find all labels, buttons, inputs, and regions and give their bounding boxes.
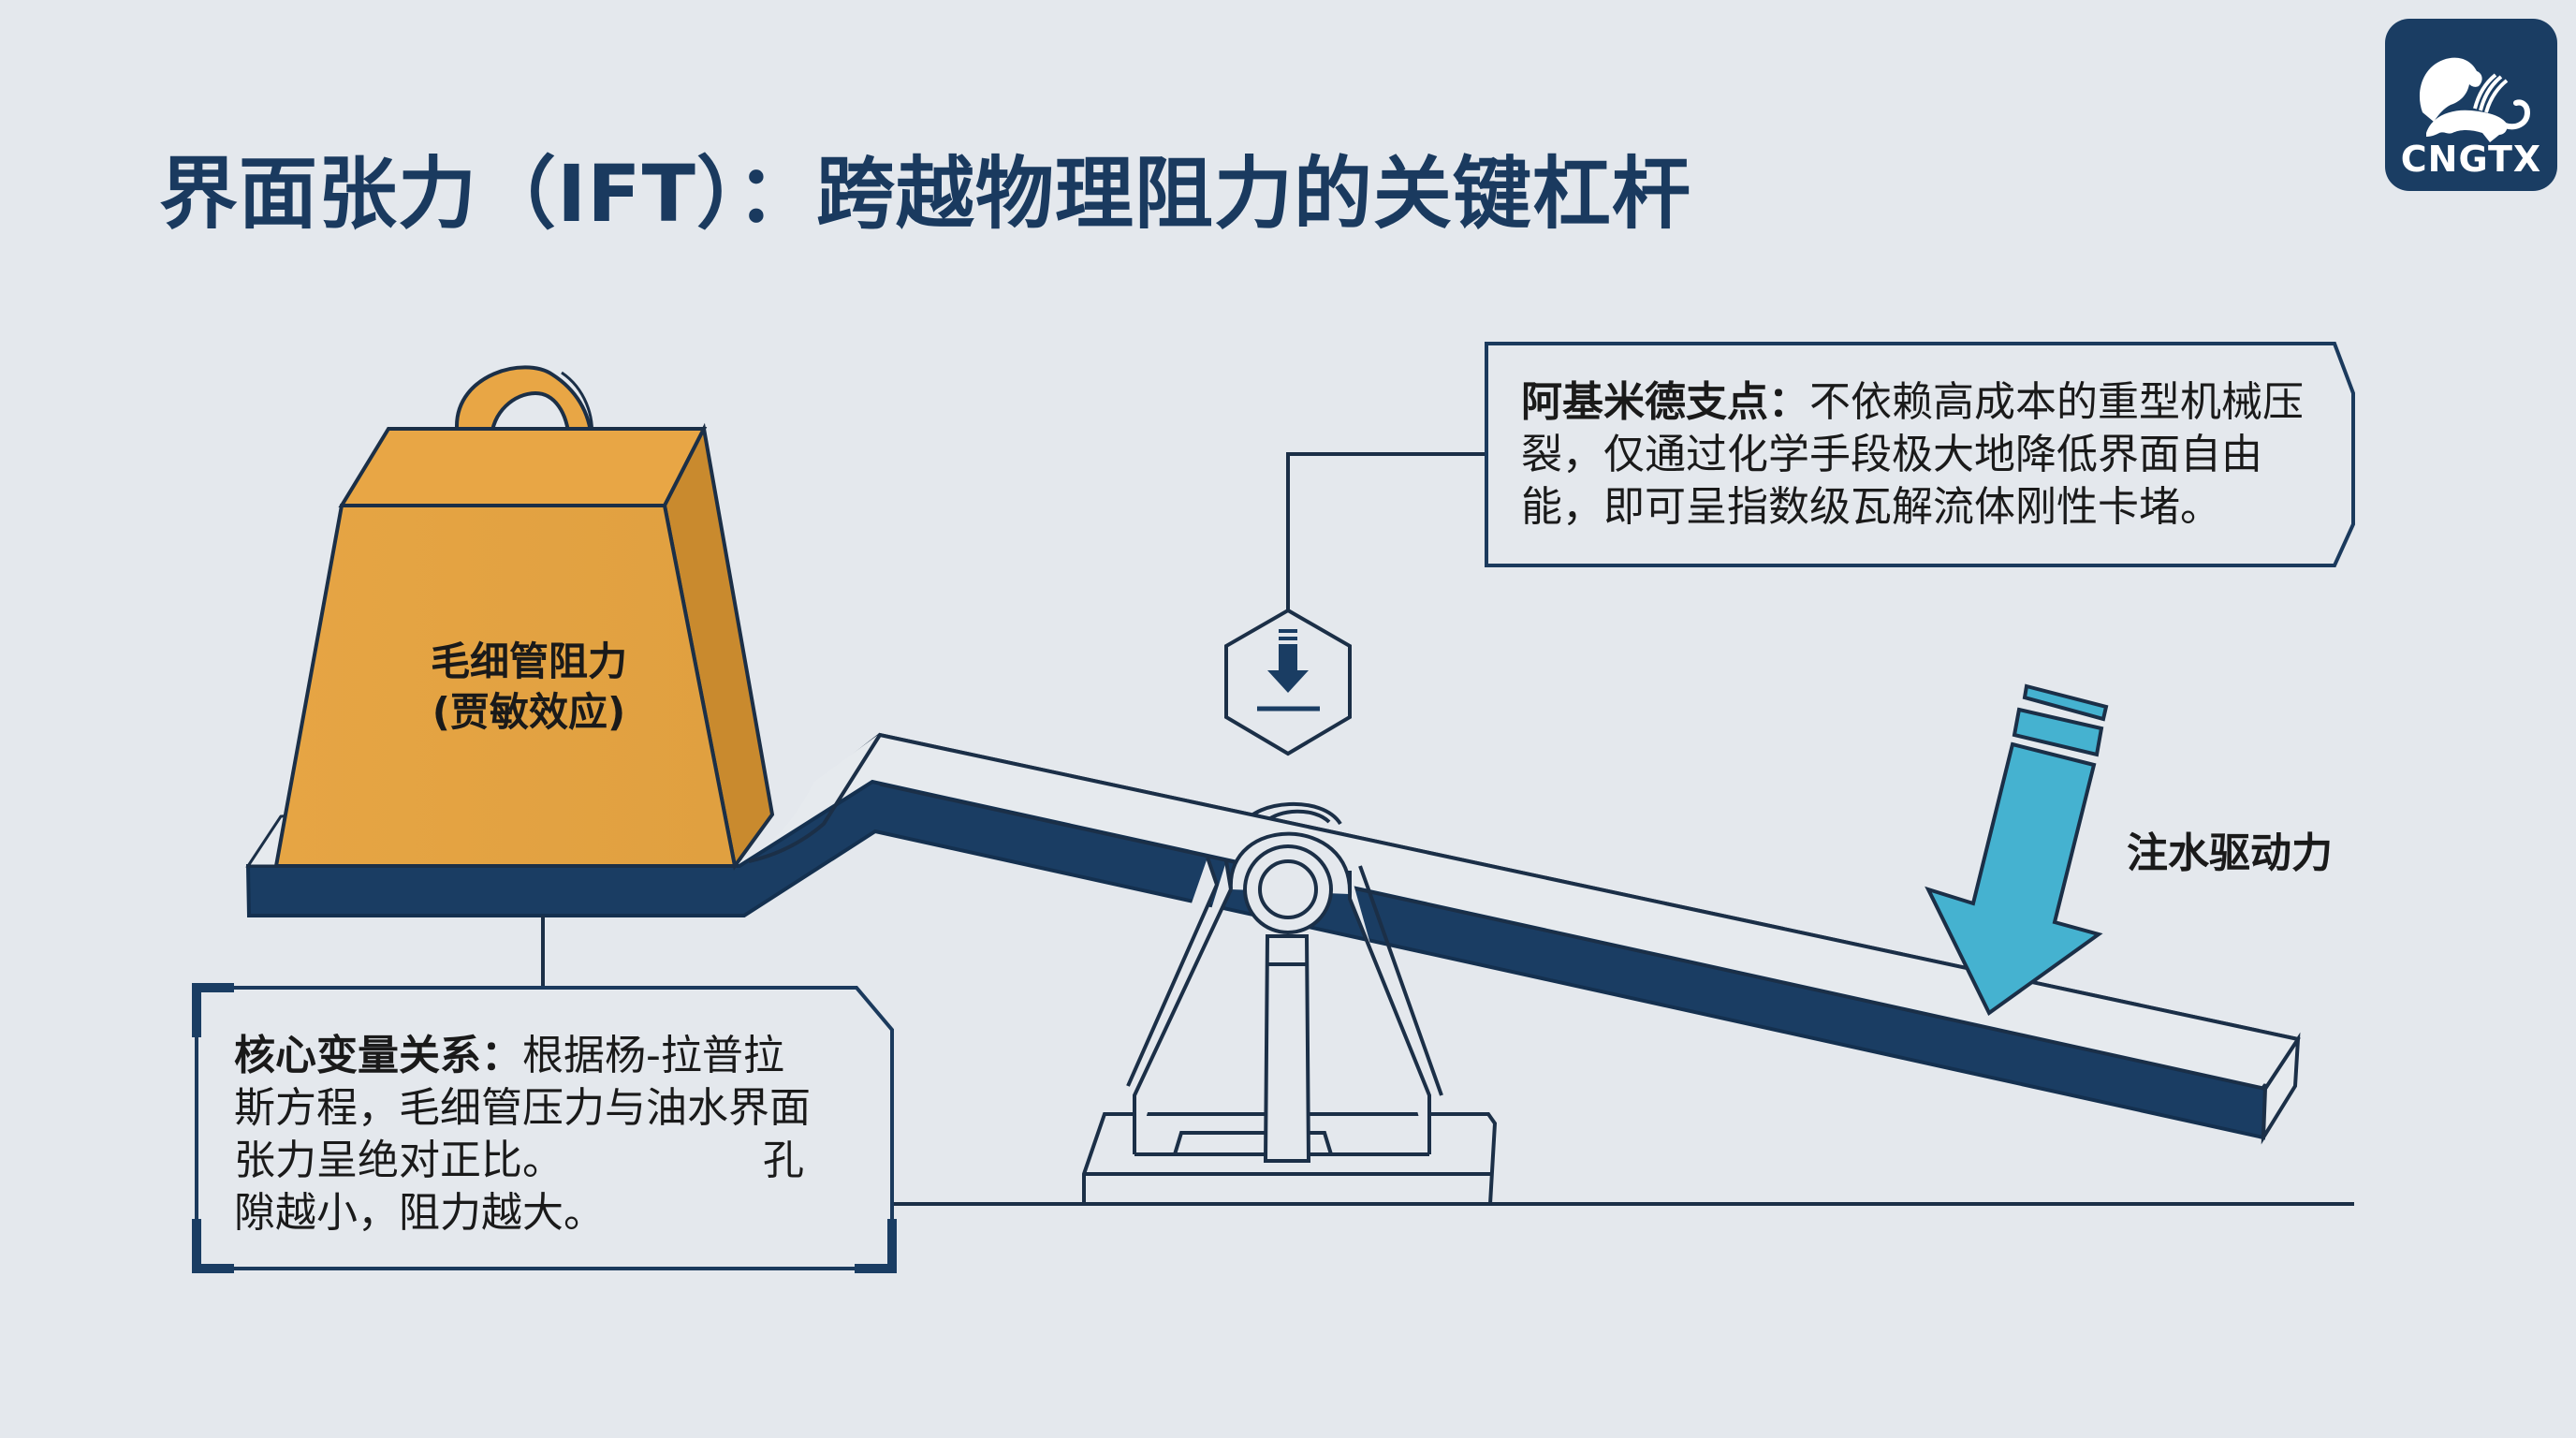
core-callout-line2: 斯方程，毛细管压力与油水界面 <box>234 1084 811 1132</box>
logo-text: CNGTX <box>2400 139 2542 180</box>
core-callout-line3: 张力呈绝对正比。 <box>234 1137 564 1184</box>
lion-logo-icon <box>2419 57 2531 142</box>
fulcrum-callout-line2: 裂，仅通过化学手段极大地降低界面自由 <box>1521 431 2262 478</box>
fulcrum-connector <box>1286 452 1486 610</box>
water-drive-arrow-icon <box>1925 683 2109 1017</box>
core-callout-line4: 隙越小，阻力越大。 <box>234 1189 605 1237</box>
core-callout-box <box>192 983 897 1273</box>
core-callout-line1: 根据杨-拉普拉 <box>522 1032 784 1079</box>
hexagon-down-arrow-icon <box>1224 608 1352 756</box>
cngtx-logo: CNGTX <box>2385 19 2557 191</box>
fulcrum-stand <box>1082 831 1498 1206</box>
core-callout-heading: 核心变量关系： <box>234 1032 522 1079</box>
fulcrum-callout-text: 阿基米德支点：不依赖高成本的重型机械压 裂，仅通过化学手段极大地降低界面自由 能… <box>1521 376 2335 534</box>
weight-label-line1: 毛细管阻力 <box>430 638 627 684</box>
page-title: 界面张力（IFT）：跨越物理阻力的关键杠杆 <box>159 148 1691 240</box>
core-callout-line3-tail: 孔 <box>763 1137 804 1184</box>
weight-label: 毛细管阻力 (贾敏效应) <box>374 637 683 738</box>
weight-label-line2: (贾敏效应) <box>432 689 626 735</box>
weight-block <box>273 365 775 871</box>
fulcrum-callout-line1: 不依赖高成本的重型机械压 <box>1809 378 2304 426</box>
fulcrum-callout-line3: 能，即可呈指数级瓦解流体刚性卡堵。 <box>1521 483 2221 531</box>
water-drive-label: 注水驱动力 <box>2127 829 2333 877</box>
core-callout-text: 核心变量关系：根据杨-拉普拉 斯方程，毛细管压力与油水界面 张力呈绝对正比。孔 … <box>234 1030 871 1240</box>
fulcrum-callout-heading: 阿基米德支点： <box>1521 378 1809 426</box>
fulcrum-callout-box <box>1485 342 2355 567</box>
